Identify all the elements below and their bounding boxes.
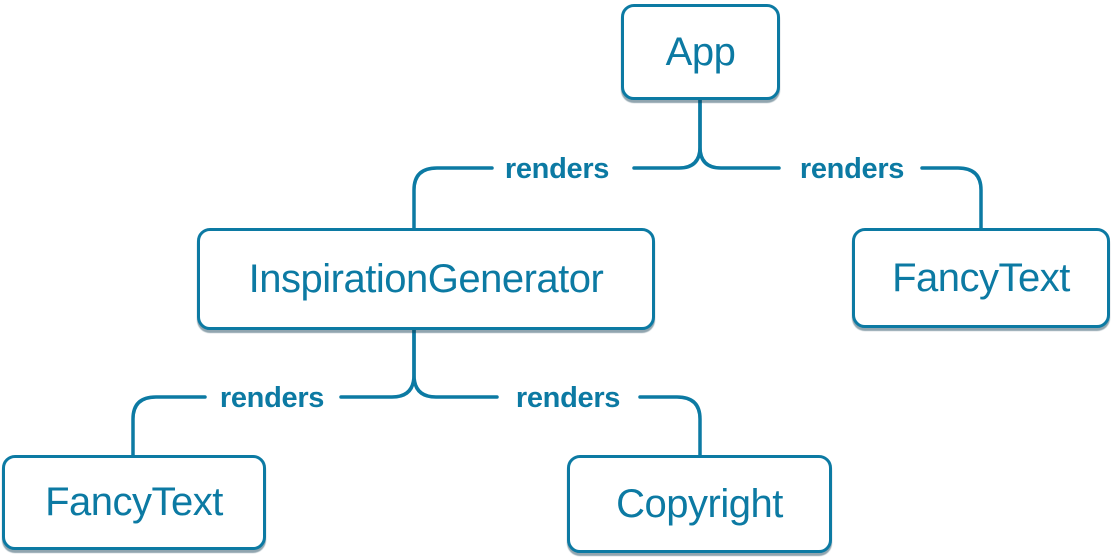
node-copyright: Copyright	[567, 455, 832, 553]
node-app: App	[621, 4, 780, 100]
edge-label-renders: renders	[516, 382, 620, 414]
node-label: Copyright	[616, 481, 783, 526]
node-label: FancyText	[45, 480, 223, 524]
edge-app-to-fancytext-line-a	[698, 98, 781, 170]
edge-inspirationgenerator-to-copyright-line-a	[412, 328, 499, 399]
edge-label-renders: renders	[505, 153, 609, 185]
edge-app-to-inspirationgenerator-line-b	[412, 166, 494, 230]
edge-app-to-fancytext-line-b	[920, 166, 983, 230]
edge-label-renders: renders	[220, 382, 324, 414]
edge-label-renders: renders	[800, 153, 904, 185]
edge-inspirationgenerator-to-copyright-line-b	[638, 395, 702, 457]
edge-inspirationgenerator-to-fancytext-line-b	[131, 395, 207, 457]
node-fancytext-top: FancyText	[852, 228, 1110, 328]
edge-app-to-inspirationgenerator-line-a	[632, 98, 702, 170]
node-inspiration-generator: InspirationGenerator	[197, 228, 655, 330]
node-label: InspirationGenerator	[248, 256, 604, 301]
node-fancytext-bottom: FancyText	[2, 455, 266, 550]
node-label: App	[665, 29, 736, 74]
edge-inspirationgenerator-to-fancytext-line-a	[339, 328, 416, 399]
node-label: FancyText	[892, 255, 1070, 300]
